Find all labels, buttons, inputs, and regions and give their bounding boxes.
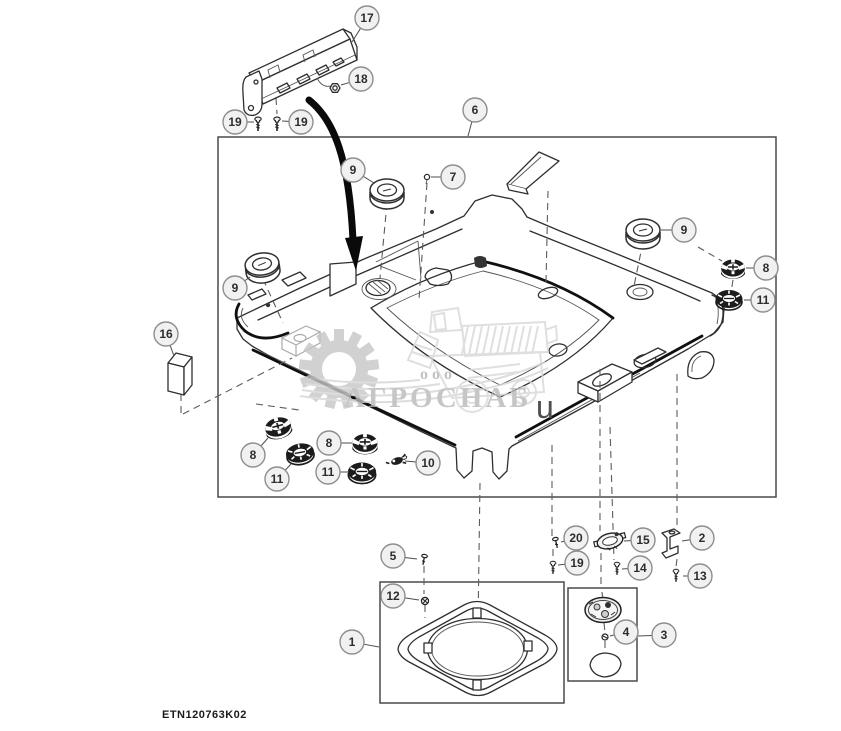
callout-14[interactable]: 14 (621, 555, 653, 581)
dome-light-base (584, 596, 622, 624)
callout-19[interactable]: 19 (222, 109, 254, 135)
clip-8-left-b (351, 432, 379, 456)
clip-8-left-a (261, 413, 295, 443)
pin-20 (552, 536, 559, 549)
retainer-15 (593, 532, 627, 551)
latch-striker (474, 256, 487, 268)
svg-text:6: 6 (472, 103, 479, 117)
callout-3[interactable]: 3 (637, 622, 677, 648)
bracket-2 (661, 528, 681, 559)
svg-text:12: 12 (386, 589, 400, 603)
svg-text:14: 14 (633, 561, 647, 575)
callout-15[interactable]: 15 (623, 527, 656, 553)
grommet-recess (361, 278, 397, 300)
svg-text:19: 19 (570, 556, 584, 570)
screw-19-bottom (549, 560, 557, 575)
callout-16[interactable]: 16 (153, 321, 179, 357)
main-view-box (217, 136, 777, 498)
callout-4[interactable]: 4 (609, 619, 639, 645)
foam-block-16 (167, 352, 193, 396)
svg-text:18: 18 (354, 72, 368, 86)
svg-text:19: 19 (228, 115, 242, 129)
watermark: ооо АГРОСНАБ (298, 306, 559, 414)
svg-text:9: 9 (681, 223, 688, 237)
screw-13 (672, 568, 680, 583)
watermark-brand-text: АГРОСНАБ (344, 382, 531, 414)
svg-text:17: 17 (360, 11, 374, 25)
svg-text:2: 2 (699, 531, 706, 545)
callout-11[interactable]: 11 (264, 463, 292, 492)
svg-text:11: 11 (271, 472, 284, 486)
clip-11-left-b (346, 461, 378, 485)
svg-text:9: 9 (232, 281, 239, 295)
svg-text:5: 5 (390, 549, 397, 563)
fastener-10 (385, 453, 408, 465)
callout-5[interactable]: 5 (380, 543, 418, 569)
svg-text:16: 16 (159, 327, 173, 341)
nut-18 (329, 83, 341, 93)
callout-18[interactable]: 18 (340, 66, 374, 92)
svg-text:7: 7 (450, 170, 457, 184)
dome-light-assembly (584, 596, 622, 678)
callout-9[interactable]: 9 (222, 275, 251, 301)
callout-8[interactable]: 8 (316, 430, 352, 456)
clip-8-right (720, 258, 746, 280)
hatch-frame-box (379, 581, 565, 704)
dome-screw-4 (601, 633, 609, 641)
screw-12 (420, 596, 430, 606)
screw-19-left (254, 116, 263, 132)
callout-2[interactable]: 2 (681, 525, 715, 551)
callout-10[interactable]: 10 (404, 450, 441, 476)
callout-20[interactable]: 20 (560, 525, 589, 551)
callout-6[interactable]: 6 (462, 97, 488, 137)
svg-text:3: 3 (661, 628, 668, 642)
callout-9[interactable]: 9 (661, 217, 697, 243)
callout-19[interactable]: 19 (281, 109, 314, 135)
callout-1[interactable]: 1 (339, 629, 380, 655)
svg-text:1: 1 (349, 635, 356, 649)
svg-text:8: 8 (763, 261, 770, 275)
mounting-bracket-17 (242, 28, 358, 132)
screw-7 (423, 173, 431, 185)
callout-11[interactable]: 11 (744, 287, 776, 313)
callout-13[interactable]: 13 (683, 563, 713, 589)
callout-17[interactable]: 17 (351, 5, 380, 43)
hatch-frame-1 (397, 600, 558, 697)
clip-11-right (714, 289, 744, 311)
grommet-9-left (242, 249, 283, 286)
screw-19-right (272, 116, 282, 132)
svg-text:11: 11 (757, 293, 770, 307)
drawing-code: ETN120763K02 (162, 709, 247, 721)
grommet-9-top (369, 178, 405, 210)
watermark-suffix-letter: u (536, 389, 554, 425)
pin-5 (421, 553, 428, 566)
svg-text:20: 20 (569, 531, 583, 545)
svg-text:15: 15 (636, 533, 650, 547)
callout-9[interactable]: 9 (340, 157, 375, 184)
watermark-harvester-icon (406, 306, 559, 413)
trim-strip-part (506, 151, 560, 195)
callout-19[interactable]: 19 (557, 550, 590, 576)
svg-text:9: 9 (350, 163, 357, 177)
assembly-arrow (305, 96, 363, 271)
callout-7[interactable]: 7 (431, 164, 466, 190)
callout-11[interactable]: 11 (315, 459, 349, 485)
svg-text:8: 8 (326, 436, 333, 450)
watermark-ooo-text: ооо (420, 366, 456, 383)
svg-text:13: 13 (693, 569, 707, 583)
svg-text:19: 19 (294, 115, 308, 129)
svg-text:10: 10 (421, 456, 435, 470)
screw-14 (613, 561, 621, 576)
svg-text:4: 4 (623, 625, 630, 639)
dome-lens (589, 652, 622, 678)
clip-11-left-a (283, 440, 317, 468)
callout-8[interactable]: 8 (746, 255, 779, 281)
callout-12[interactable]: 12 (380, 583, 420, 609)
svg-text:11: 11 (322, 465, 335, 479)
callout-8[interactable]: 8 (240, 437, 269, 468)
svg-text:8: 8 (250, 448, 257, 462)
grommet-9-right (625, 218, 661, 250)
